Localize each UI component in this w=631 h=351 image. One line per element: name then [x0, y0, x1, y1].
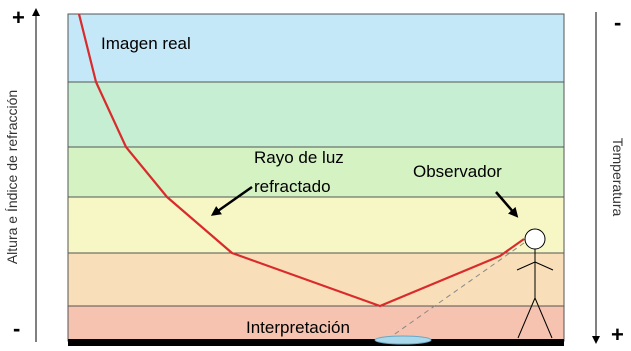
layer-2	[67, 81, 565, 148]
puddle-reflection	[374, 335, 432, 345]
refracted-light-ray	[77, 13, 525, 308]
left-axis-top-sign: +	[12, 5, 25, 30]
right-axis: - + Temperatura	[592, 10, 626, 347]
ray-label-line1: Rayo de luz	[254, 148, 344, 167]
observer-figure	[516, 228, 554, 339]
ray-label-arrow	[210, 185, 253, 216]
layer-6	[67, 305, 565, 342]
left-axis-bottom-sign: -	[13, 316, 20, 341]
ray-label-line2: refractado	[254, 177, 331, 196]
right-axis-bottom-sign: +	[611, 322, 624, 347]
observer-label: Observador	[413, 162, 502, 181]
right-axis-title: Temperatura	[610, 138, 626, 217]
real-image-label: Imagen real	[101, 34, 191, 53]
ground	[68, 339, 564, 346]
left-axis: + - Altura e Índice de refracción	[4, 5, 40, 342]
atmosphere-layers	[67, 13, 565, 342]
right-axis-top-sign: -	[614, 10, 621, 35]
layer-5	[67, 252, 565, 307]
left-axis-title: Altura e Índice de refracción	[4, 90, 20, 264]
layer-3	[67, 146, 565, 198]
layer-4	[67, 196, 565, 254]
observer-label-arrow	[495, 191, 519, 218]
interpretation-label: Interpretación	[246, 318, 350, 337]
layer-1	[67, 13, 565, 83]
